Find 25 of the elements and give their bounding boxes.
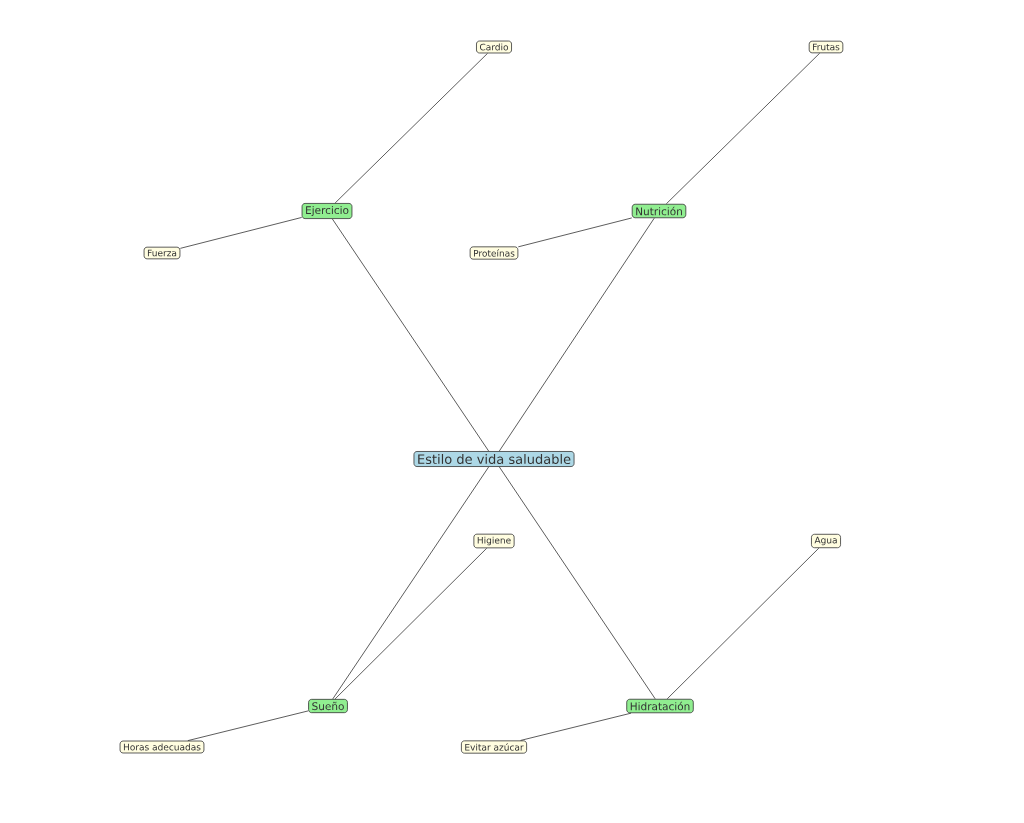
connector-line: [498, 466, 656, 700]
topic-box: Nutrición: [631, 203, 687, 219]
connector-line: [520, 712, 632, 741]
connector-line: [334, 547, 488, 700]
subtopic-box: Higiene: [473, 533, 515, 549]
connector-line: [517, 217, 633, 248]
connector-line: [179, 217, 303, 249]
subtopic-box: Cardio: [476, 40, 512, 54]
connector-line: [665, 52, 821, 205]
subtopic-box: Frutas: [808, 40, 844, 54]
subtopic-box: Agua: [811, 533, 841, 549]
connector-line: [498, 217, 655, 452]
subtopic-box: Evitar azúcar: [461, 740, 527, 754]
topic-box: Sueño: [308, 698, 348, 714]
subtopic-box: Horas adecuadas: [119, 740, 205, 754]
topic-box: Hidratación: [626, 698, 694, 714]
topic-box: Ejercicio: [301, 203, 353, 219]
connector-line: [332, 466, 490, 700]
connector-line: [334, 53, 488, 204]
connector-line: [332, 218, 490, 452]
connector-line: [187, 710, 309, 742]
connector-line: [666, 547, 820, 700]
central-topic-box: Estilo de vida saludable: [413, 451, 575, 467]
subtopic-box: Proteínas: [469, 246, 519, 260]
subtopic-box: Fuerza: [143, 246, 181, 260]
